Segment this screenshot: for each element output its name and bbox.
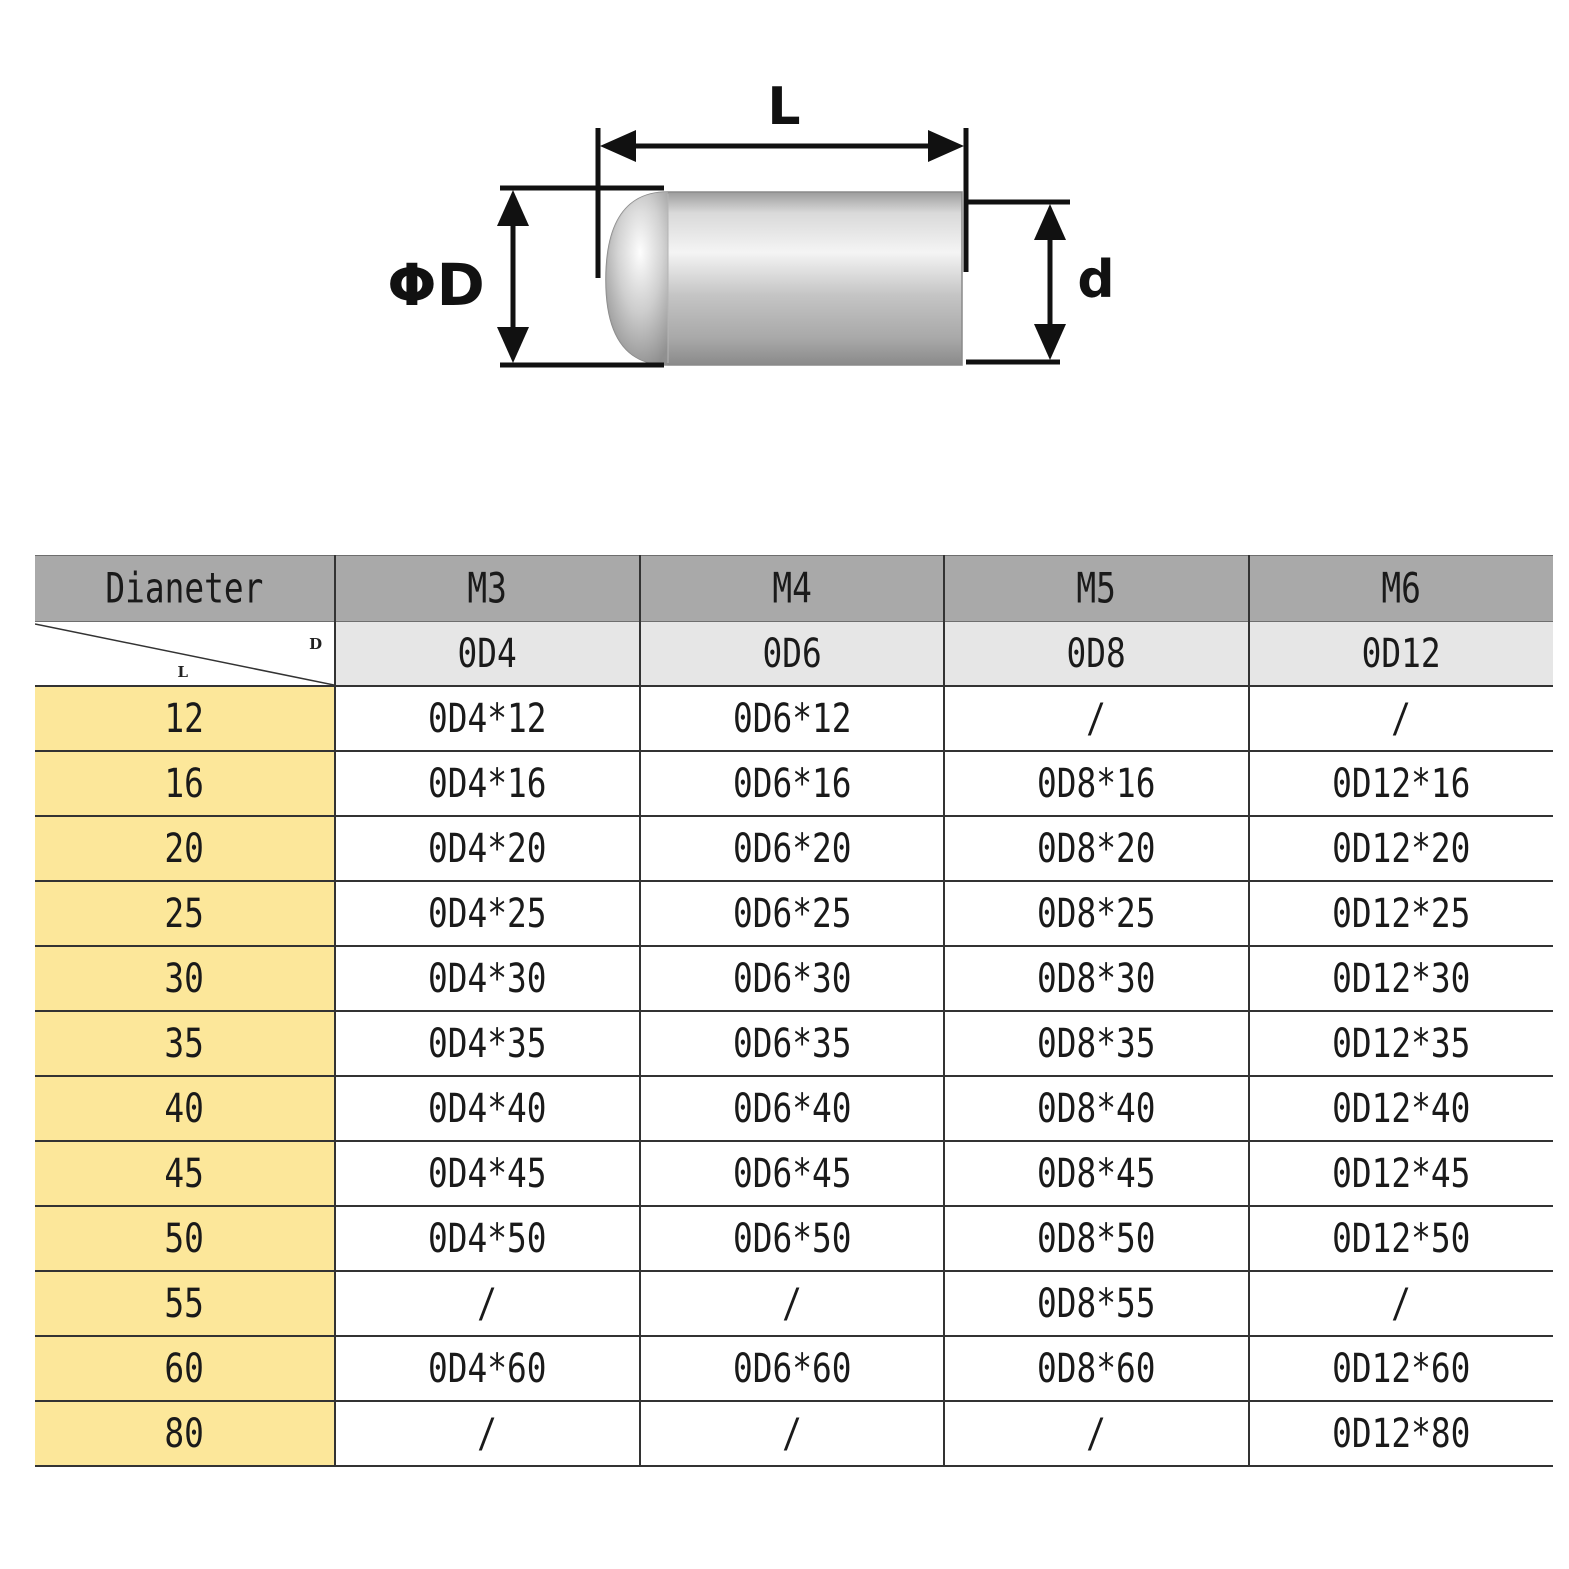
- pin-body: [605, 191, 963, 366]
- od-header-cell: 0D8: [943, 621, 1249, 687]
- spec-cell: 0D6*40: [638, 1076, 944, 1142]
- od-header-cell: 0D4: [334, 621, 640, 687]
- thread-header-row: Dianeter M3 M4 M5 M6: [35, 553, 1553, 624]
- length-cell: 12: [35, 686, 335, 752]
- length-cell: 25: [35, 881, 335, 947]
- table-row: 55//0D8*55/: [35, 1271, 1553, 1337]
- spec-cell: 0D6*12: [638, 686, 944, 752]
- spec-cell: 0D8*45: [943, 1141, 1249, 1207]
- inner-diameter-label: d: [1077, 250, 1114, 310]
- thread-header-m4: M4: [638, 553, 944, 624]
- length-cell: 16: [35, 751, 335, 817]
- corner-cell: D L: [35, 621, 335, 687]
- inner-diameter-dimension: [966, 199, 1070, 365]
- spec-cell: /: [638, 1401, 944, 1467]
- length-cell: 55: [35, 1271, 335, 1337]
- length-cell: 45: [35, 1141, 335, 1207]
- diameter-header: Dianeter: [35, 553, 335, 624]
- thread-header-m3: M3: [334, 553, 640, 624]
- outer-diameter-dimension: [497, 185, 664, 368]
- spec-cell: 0D12*40: [1247, 1076, 1553, 1142]
- spec-cell: 0D4*35: [334, 1011, 640, 1077]
- spec-cell: 0D8*20: [943, 816, 1249, 882]
- length-cell: 40: [35, 1076, 335, 1142]
- spec-cell: /: [1247, 1271, 1553, 1337]
- spec-cell: /: [943, 1401, 1249, 1467]
- spec-cell: 0D12*16: [1247, 751, 1553, 817]
- spec-cell: 0D4*30: [334, 946, 640, 1012]
- length-cell: 50: [35, 1206, 335, 1272]
- spec-cell: /: [943, 686, 1249, 752]
- spec-cell: 0D6*16: [638, 751, 944, 817]
- spec-cell: 0D12*20: [1247, 816, 1553, 882]
- length-cell: 20: [35, 816, 335, 882]
- spec-cell: 0D4*40: [334, 1076, 640, 1142]
- spec-cell: 0D6*25: [638, 881, 944, 947]
- spec-cell: 0D6*50: [638, 1206, 944, 1272]
- length-cell: 80: [35, 1401, 335, 1467]
- spec-cell: 0D4*60: [334, 1336, 640, 1402]
- spec-cell: 0D12*80: [1247, 1401, 1553, 1467]
- od-header-row: D L 0D4 0D6 0D8 0D12: [35, 621, 1553, 687]
- corner-l-label: L: [178, 663, 189, 681]
- length-cell: 30: [35, 946, 335, 1012]
- spec-cell: 0D4*12: [334, 686, 640, 752]
- spec-cell: 0D8*16: [943, 751, 1249, 817]
- spec-cell: 0D12*50: [1247, 1206, 1553, 1272]
- spec-cell: 0D8*50: [943, 1206, 1249, 1272]
- spec-cell: 0D12*35: [1247, 1011, 1553, 1077]
- spec-cell: 0D12*25: [1247, 881, 1553, 947]
- spec-cell: /: [638, 1271, 944, 1337]
- length-label: L: [767, 77, 800, 137]
- spec-cell: 0D4*20: [334, 816, 640, 882]
- spec-cell: 0D4*50: [334, 1206, 640, 1272]
- spec-cell: 0D8*25: [943, 881, 1249, 947]
- spec-cell: 0D8*60: [943, 1336, 1249, 1402]
- corner-d-label: D: [309, 635, 322, 653]
- spec-cell: 0D6*45: [638, 1141, 944, 1207]
- spec-cell: 0D6*60: [638, 1336, 944, 1402]
- spec-cell: 0D6*20: [638, 816, 944, 882]
- spec-cell: /: [1247, 686, 1553, 752]
- size-spec-table: Dianeter M3 M4 M5 M6 D L 0D4 0D6 0D8 0D1…: [35, 553, 1553, 1467]
- spec-cell: 0D8*30: [943, 946, 1249, 1012]
- spec-cell: 0D4*16: [334, 751, 640, 817]
- spec-cell: 0D6*30: [638, 946, 944, 1012]
- spec-cell: 0D12*60: [1247, 1336, 1553, 1402]
- thread-header-m6: M6: [1247, 553, 1553, 624]
- od-header-cell: 0D6: [638, 621, 944, 687]
- outer-diameter-label: ΦD: [387, 251, 484, 319]
- spec-cell: 0D4*45: [334, 1141, 640, 1207]
- spec-cell: 0D12*30: [1247, 946, 1553, 1012]
- spec-cell: 0D12*45: [1247, 1141, 1553, 1207]
- table-row: 80///0D12*80: [35, 1401, 1553, 1467]
- spec-cell: /: [334, 1271, 640, 1337]
- spec-cell: 0D4*25: [334, 881, 640, 947]
- thread-header-m5: M5: [943, 553, 1249, 624]
- spec-cell: 0D8*40: [943, 1076, 1249, 1142]
- length-cell: 35: [35, 1011, 335, 1077]
- pin-dimension-diagram: L ΦD d: [387, 77, 1115, 368]
- spec-cell: 0D8*55: [943, 1271, 1249, 1337]
- spec-cell: 0D6*35: [638, 1011, 944, 1077]
- spec-cell: 0D8*35: [943, 1011, 1249, 1077]
- spec-cell: /: [334, 1401, 640, 1467]
- length-cell: 60: [35, 1336, 335, 1402]
- od-header-cell: 0D12: [1247, 621, 1553, 687]
